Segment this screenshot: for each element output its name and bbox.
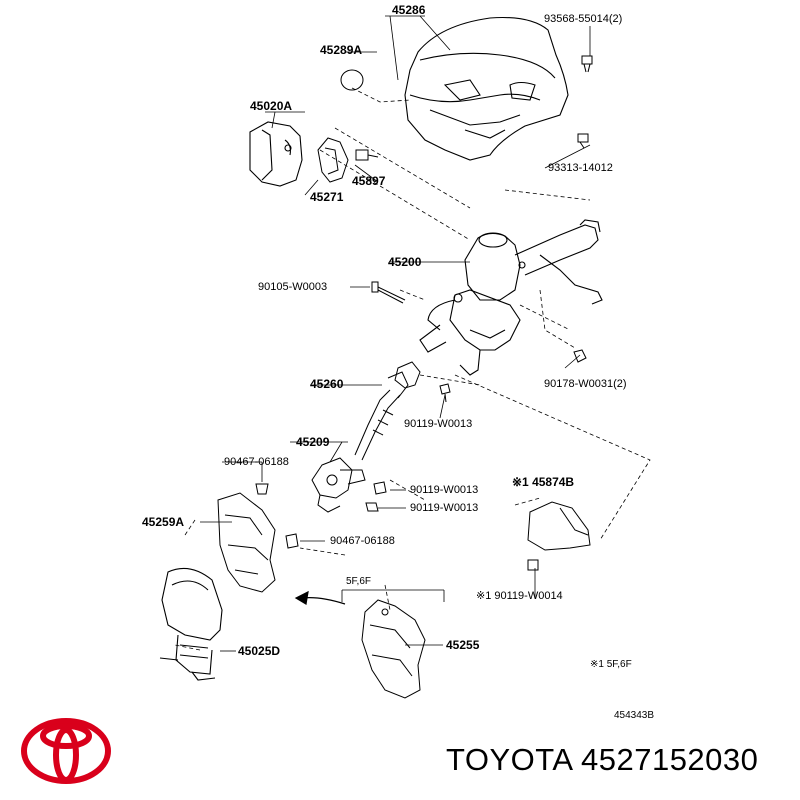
hole-cover-45025d [159,567,223,681]
label-90119-d: ※1 90119-W0014 [476,590,563,602]
screw-93568 [581,55,593,73]
cover-45255 [361,599,426,699]
intermediate-shaft-45260 [354,361,421,461]
label-45874b: ※1 45874B [512,475,575,489]
diagram-id: 454343B [614,710,655,721]
toyota-logo [21,718,111,784]
clip-90467-b [285,533,299,549]
label-45271: 45271 [310,190,344,204]
label-90119-a: 90119-W0013 [404,418,473,430]
bolt-90105 [371,281,406,304]
label-90105: 90105-W0003 [258,281,328,293]
label-90119-c: 90119-W0013 [410,502,479,514]
label-45255: 45255 [446,638,480,652]
label-45020a: 45020A [250,99,293,113]
label-5f6f: 5F,6F [346,576,372,587]
note-5f6f: ※1 5F,6F [590,659,632,670]
label-45286: 45286 [392,3,426,17]
steering-column-45200 [419,219,603,376]
clip-45271 [317,137,349,183]
label-90467-b: 90467-06188 [330,535,395,547]
clip-90467-a [255,483,269,495]
cap-45289a [340,69,364,91]
direction-arrow [294,590,346,605]
label-90178: 90178-W0031(2) [544,378,627,390]
label-90467-a: 90467-06188 [224,456,289,468]
dashed-connectors [174,87,651,651]
brand-part-number: TOYOTA 4527152030 [446,742,759,777]
label-45260: 45260 [310,377,344,391]
bolt-90119-a [439,383,451,403]
label-93313: 93313-14012 [548,162,613,174]
bolt-90119-d [527,559,539,571]
upper-column-cover [404,16,569,161]
label-45200: 45200 [388,255,422,269]
screw-93313 [577,133,589,149]
label-45209: 45209 [296,435,330,449]
boot-45259a [217,492,276,593]
label-45897: 45897 [352,174,386,188]
bolt-90119-b [373,481,387,495]
bracket-45874b [527,501,591,551]
bolt-45897 [355,149,379,161]
nut-90119-c [365,502,379,512]
bracket-45020a [249,121,303,187]
label-45289a: 45289A [320,43,363,57]
label-93568: 93568-55014(2) [544,13,623,25]
label-45259a: 45259A [142,515,185,529]
label-90119-b: 90119-W0013 [410,484,479,496]
universal-joint-45209 [311,457,366,513]
nut-90178 [573,349,587,363]
label-45025d: 45025D [238,644,281,658]
